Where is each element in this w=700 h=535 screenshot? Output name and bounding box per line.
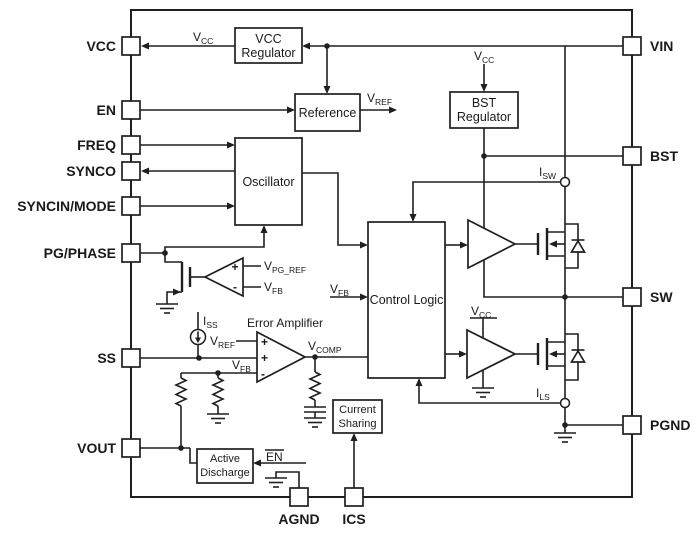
blocks: VCC Regulator Reference BST Regulator Os… (196, 27, 519, 484)
label-vcc-ls-driver: VCC (471, 304, 491, 320)
label-vpg-ref: VPG_REF (264, 259, 306, 275)
junction-dots (162, 43, 568, 451)
ground-symbols (156, 303, 576, 488)
plus-sign: + (261, 351, 268, 365)
low-side-mosfet-icon (536, 338, 565, 370)
label-iss: ISS (203, 314, 218, 330)
block-active-discharge: Active Discharge (196, 448, 254, 484)
label-error-amplifier: Error Amplifier (247, 316, 323, 330)
block-current-sharing: Current Sharing (332, 399, 383, 434)
ground-icon (265, 477, 287, 488)
low-side-body-diode-icon (565, 333, 586, 381)
block-label: VCC (255, 32, 281, 46)
label-vcomp: VCOMP (308, 339, 342, 355)
block-label: Discharge (200, 467, 250, 479)
passives (174, 371, 322, 407)
block-label: Active (210, 453, 240, 465)
block-label: Regulator (241, 46, 295, 60)
block-oscillator: Oscillator (234, 137, 303, 226)
pin-bst: BST (622, 146, 678, 166)
ground-icon (472, 387, 494, 398)
pin-label: VCC (86, 38, 116, 54)
label-ils: ILS (536, 386, 550, 402)
block-label: Sharing (339, 418, 377, 430)
pin-pgnd: PGND (622, 415, 690, 435)
pin-synco: SYNCO (66, 161, 141, 181)
pin-label: FREQ (77, 137, 116, 153)
plus-sign: + (261, 335, 268, 349)
pin-label: SYNCO (66, 163, 116, 179)
current-source-iss-icon (189, 328, 207, 346)
pin-label: SW (650, 289, 673, 305)
pin-freq: FREQ (77, 135, 141, 155)
ground-icon (207, 413, 229, 424)
label-en-bar: EN (266, 450, 283, 464)
block-label: Oscillator (242, 175, 294, 189)
plus-sign: + (231, 260, 238, 274)
isw-sense-icon (559, 176, 571, 188)
pin-vout: VOUT (77, 438, 141, 458)
block-label: Reference (299, 106, 357, 120)
block-label: Current (339, 404, 376, 416)
pin-label: ICS (342, 511, 365, 527)
label-vfb-control-logic: VFB (330, 282, 349, 298)
resistor-icon (308, 371, 322, 401)
minus-sign: - (261, 367, 265, 381)
minus-sign: - (233, 280, 237, 294)
block-control-logic: Control Logic (367, 221, 446, 379)
label-vcc-pin-net: VCC (193, 30, 213, 46)
label-vref-ea: VREF (210, 334, 235, 350)
block-label: Regulator (457, 110, 511, 124)
mosfets (180, 223, 586, 381)
high-side-driver-icon (467, 218, 517, 270)
high-side-body-diode-icon (565, 223, 586, 269)
label-vfb-comparator: VFB (264, 280, 283, 296)
ground-icon (554, 432, 576, 443)
block-vcc-regulator: VCC Regulator (234, 27, 303, 64)
label-vcc-bst-reg: VCC (474, 49, 494, 65)
resistor-icon (174, 377, 188, 407)
error-amplifier-icon (256, 330, 307, 384)
block-label: Control Logic (370, 293, 444, 307)
signal-labels: VCC VCC VCC VREF VREF VPG_REF VFB VFB VF… (193, 30, 556, 464)
pin-label: SYNCIN/MODE (17, 198, 116, 214)
pin-pg-phase: PG/PHASE (44, 243, 141, 263)
amplifiers (203, 218, 517, 384)
pg-mosfet-icon (180, 262, 192, 292)
pin-label: SS (97, 350, 116, 366)
block-bst-regulator: BST Regulator (449, 91, 519, 129)
resistor-icon (211, 377, 225, 407)
wires (140, 45, 623, 488)
pin-vin: VIN (622, 36, 673, 56)
pins: VCC EN FREQ SYNCO SYNCIN/MODE PG/PHASE S… (17, 36, 690, 527)
sense-points (559, 176, 571, 409)
pin-agnd: AGND (278, 487, 320, 527)
block-label: BST (472, 96, 497, 110)
pin-label: EN (97, 102, 116, 118)
low-side-driver-icon (466, 328, 517, 380)
pin-label: VIN (650, 38, 673, 54)
pin-label: PGND (650, 417, 690, 433)
pin-label: AGND (278, 511, 319, 527)
label-isw: ISW (539, 165, 556, 181)
pin-label: BST (650, 148, 678, 164)
label-vfb-ea: VFB (232, 358, 251, 374)
high-side-mosfet-icon (536, 228, 565, 260)
pg-comparator-icon (203, 256, 244, 298)
pin-ss: SS (97, 348, 141, 368)
pin-label: VOUT (77, 440, 116, 456)
label-vref-out: VREF (367, 91, 392, 107)
block-reference: Reference (294, 93, 361, 132)
pin-ics: ICS (342, 487, 366, 527)
ground-icon (156, 303, 178, 314)
pin-en: EN (97, 100, 141, 120)
pin-sw: SW (622, 287, 673, 307)
pin-vcc: VCC (86, 36, 141, 56)
pin-syncin-mode: SYNCIN/MODE (17, 196, 141, 216)
ils-sense-icon (559, 397, 571, 409)
ground-icon (304, 417, 326, 428)
pin-label: PG/PHASE (44, 245, 116, 261)
arrowheads (141, 42, 488, 467)
